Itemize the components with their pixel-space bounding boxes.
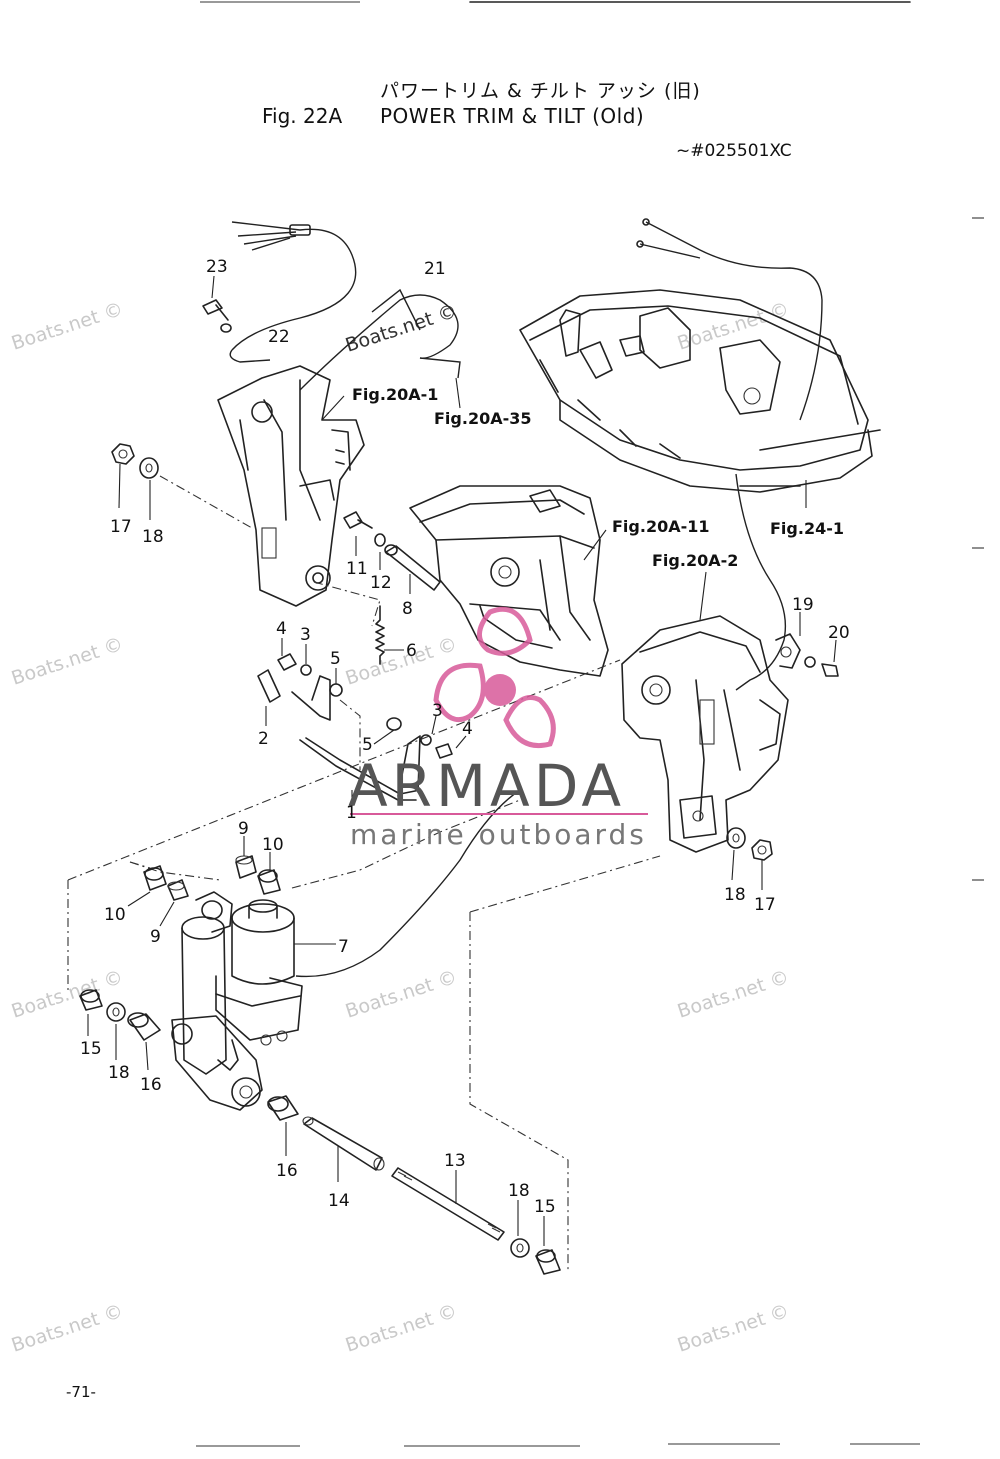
callout-15-lower: 15: [534, 1197, 556, 1217]
callout-5-upper: 5: [330, 649, 341, 669]
serial-range: ~#025501XC: [676, 141, 792, 161]
figure-references: Fig.20A-1 Fig.20A-35 Fig.20A-11 Fig.20A-…: [321, 377, 844, 621]
callout-16-left: 16: [140, 1075, 162, 1095]
upper-mount-frame: [519, 289, 881, 508]
ref-fig-20a-35: Fig.20A-35: [434, 409, 532, 428]
figure-number: Fig. 22A: [262, 104, 343, 128]
callout-17-left: 17: [110, 517, 132, 537]
callout-21: 21: [424, 259, 446, 279]
bushings-9-10-upper: [235, 836, 281, 895]
callout-23: 23: [206, 257, 228, 277]
callout-18-lower-right: 18: [508, 1181, 530, 1201]
armada-logo: ARMADA marine outboards: [348, 606, 648, 851]
callout-8: 8: [402, 599, 413, 619]
brand-tagline: marine outboards: [350, 818, 647, 851]
power-trim-tilt-unit: [171, 789, 521, 1111]
callout-19: 19: [792, 595, 814, 615]
watermark-text: Boats.net ©: [9, 298, 126, 355]
manual-valve-lever-assembly: [257, 581, 467, 806]
callout-20: 20: [828, 623, 850, 643]
parts-11-12-8: [343, 511, 441, 594]
callout-12: 12: [370, 573, 392, 593]
ref-fig-20a-2: Fig.20A-2: [652, 551, 738, 570]
callout-10-upper: 10: [262, 835, 284, 855]
watermark-text: Boats.net ©: [343, 1300, 460, 1357]
callout-15-left: 15: [80, 1039, 102, 1059]
callout-17-right: 17: [754, 895, 776, 915]
callout-9-left: 9: [150, 927, 161, 947]
ref-fig-24-1: Fig.24-1: [770, 519, 844, 538]
callout-14: 14: [328, 1191, 350, 1211]
callout-4-right: 4: [462, 719, 473, 739]
callout-4-left: 4: [276, 619, 287, 639]
wire-harness-left: [229, 221, 461, 391]
wire-harness-right: [636, 218, 823, 691]
watermark-text: Boats.net ©: [675, 1300, 792, 1357]
watermark-text: Boats.net ©: [343, 966, 460, 1023]
callout-13: 13: [444, 1151, 466, 1171]
callout-3-left: 3: [300, 625, 311, 645]
callout-5-lower: 5: [362, 735, 373, 755]
callout-6: 6: [406, 641, 417, 661]
left-clamp-bracket: [217, 365, 365, 607]
nut-17-washer-18-left: [111, 443, 253, 529]
callout-18-left: 18: [142, 527, 164, 547]
watermark-text: Boats.net ©: [9, 966, 126, 1023]
callout-22: 22: [268, 327, 290, 347]
bushings-10-9-left: [127, 865, 189, 927]
propeller-icon: [433, 606, 556, 748]
callout-2: 2: [258, 729, 269, 749]
clamp-19-bolt-20: [775, 612, 839, 677]
callout-18-lower-left: 18: [108, 1063, 130, 1083]
part-6-spring: [375, 605, 404, 665]
page-number: -71-: [66, 1383, 96, 1401]
callout-1: 1: [346, 803, 357, 823]
callout-10-left: 10: [104, 905, 126, 925]
callout-18-right: 18: [724, 885, 746, 905]
washer-18-nut-17-right: [726, 827, 773, 890]
callout-9-upper: 9: [238, 819, 249, 839]
callout-3-right: 3: [432, 701, 443, 721]
watermark-text-dark: Boats.net ©: [343, 300, 460, 357]
callout-numbers: 23 22 21 17 18 11 12 8 4 3 5 6 2 3 4 5 1…: [80, 257, 850, 1217]
watermark-text: Boats.net ©: [675, 298, 792, 355]
swivel-housing: [409, 485, 609, 677]
watermark-text: Boats.net ©: [675, 966, 792, 1023]
bottom-border-lines: [196, 217, 984, 1447]
parts-15-18-16-left: [79, 989, 161, 1071]
watermark-text: Boats.net ©: [9, 1300, 126, 1357]
right-clamp-bracket: [621, 615, 789, 853]
callout-11: 11: [346, 559, 368, 579]
brand-name: ARMADA: [348, 752, 625, 820]
part-16-bushing-14-shaft: [267, 1095, 385, 1182]
callout-16-lower: 16: [276, 1161, 298, 1181]
ref-fig-20a-11: Fig.20A-11: [612, 517, 710, 536]
title-japanese: パワートリム & チルト アッシ (旧): [380, 80, 701, 102]
ref-fig-20a-1: Fig.20A-1: [352, 385, 438, 404]
watermark-text: Boats.net ©: [9, 633, 126, 690]
part-23-bolt: [202, 275, 232, 333]
figure-title: POWER TRIM & TILT (Old): [380, 104, 645, 128]
callout-7: 7: [338, 937, 349, 957]
part-13-rod-18-15-lower: [391, 1167, 561, 1275]
